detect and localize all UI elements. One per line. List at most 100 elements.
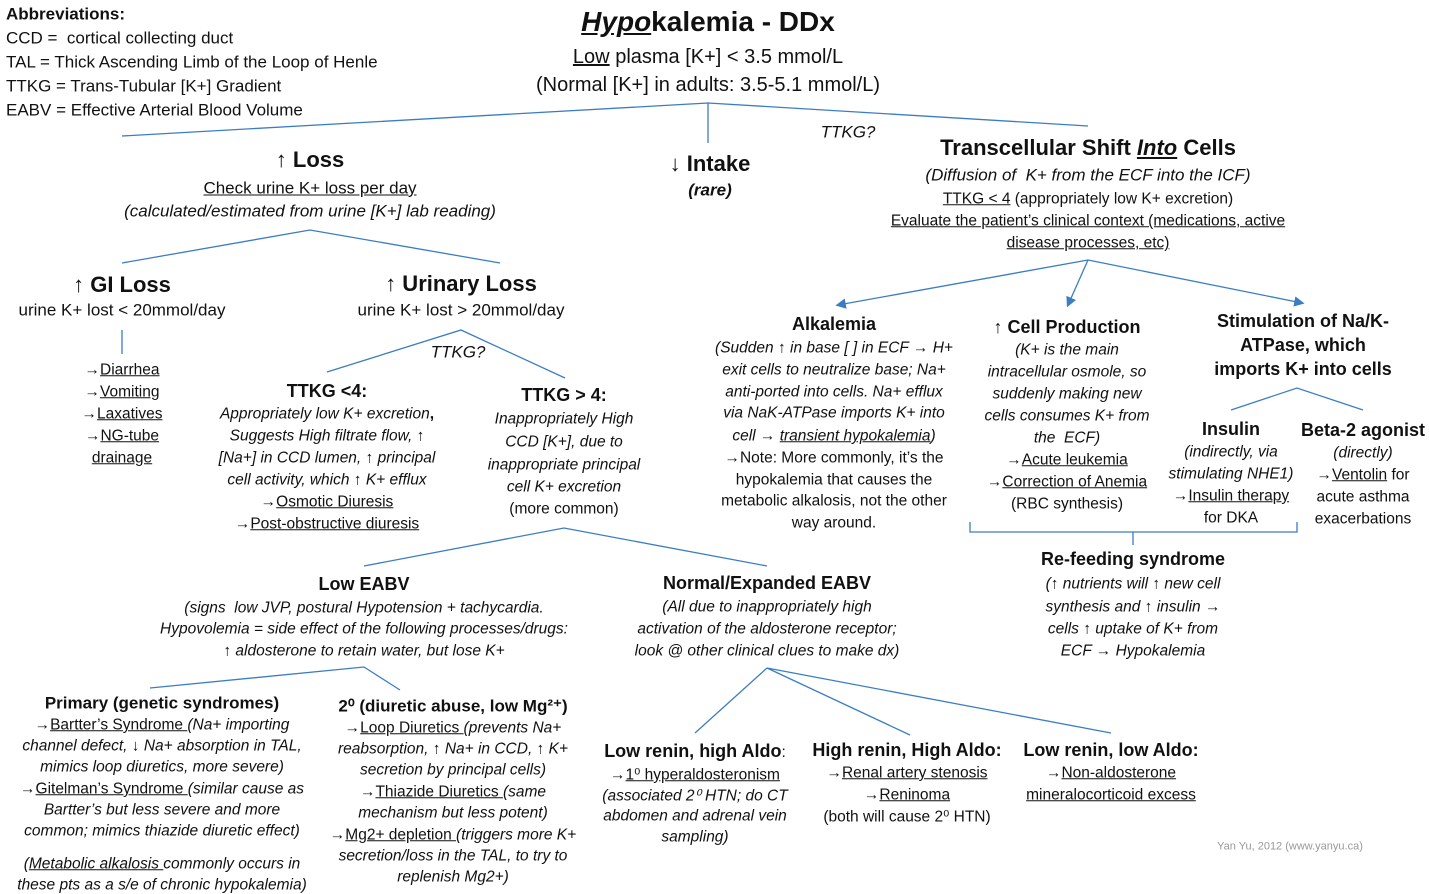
low-renin-high-aldo-heading: Low renin, high Aldo: bbox=[604, 742, 786, 761]
text-segment: Low EABV bbox=[318, 573, 410, 594]
text-segment: (similar cause as bbox=[187, 780, 304, 798]
low-eabv-line: ↑ aldosterone to retain water, but lose … bbox=[223, 643, 504, 659]
underlined-term: Insulin therapy bbox=[1188, 487, 1290, 505]
beta2-line: →Ventolin for bbox=[1316, 467, 1409, 483]
ttkg-low-line: →Post-obstructive diuresis bbox=[235, 516, 419, 532]
transcellular-line: Evaluate the patient’s clinical context … bbox=[891, 213, 1285, 229]
underlined-term: transient hypokalemia bbox=[779, 427, 931, 445]
arrow-na-k-atpase bbox=[1087, 259, 1305, 307]
branch-urinary bbox=[326, 329, 566, 379]
abbreviations-line: CCD = cortical collecting duct bbox=[6, 30, 233, 47]
loss-heading: ↑ Loss bbox=[276, 149, 344, 171]
secondary-line: →Mg2+ depletion (triggers more K+ bbox=[330, 827, 576, 843]
text-segment: CCD = cortical collecting duct bbox=[6, 28, 234, 48]
na-k-atpase-line: imports K+ into cells bbox=[1214, 360, 1392, 378]
primary-line: common; mimics thiazide diuretic effect) bbox=[24, 823, 300, 839]
secondary-line: reabsorption, ↑ Na+ in CCD, ↑ K+ bbox=[338, 741, 568, 757]
alkalemia-line: hypokalemia that causes the bbox=[736, 472, 932, 488]
text-segment: common; mimics thiazide diuretic effect) bbox=[24, 822, 300, 840]
text-segment: reabsorption, ↑ Na+ in CCD, ↑ K+ bbox=[337, 740, 569, 758]
text-segment: secretion by principal cells) bbox=[359, 761, 547, 779]
alkalemia-line: cell → transient hypokalemia) bbox=[732, 428, 935, 444]
text-segment: High renin, High Aldo: bbox=[812, 739, 1002, 760]
loss-line: Check urine K+ loss per day bbox=[203, 180, 416, 197]
text-segment: (both will cause 2⁰ HTN) bbox=[823, 808, 991, 826]
underlined-term: Hypo bbox=[581, 6, 652, 37]
high-renin-high-aldo-line: →Reninoma bbox=[864, 787, 950, 803]
text-segment: imports K+ into cells bbox=[1214, 359, 1392, 379]
cell-production-line: (K+ is the main bbox=[1015, 342, 1119, 358]
text-segment: cell K+ excretion bbox=[506, 478, 622, 496]
text-segment: → bbox=[20, 780, 36, 798]
high-renin-high-aldo-line: (both will cause 2⁰ HTN) bbox=[823, 809, 990, 825]
low-renin-high-aldo-line: (associated 2⁰ HTN; do CT bbox=[602, 788, 787, 804]
text-segment: sampling) bbox=[661, 828, 729, 846]
text-segment: → bbox=[329, 826, 346, 844]
primary-line: →Bartter’s Syndrome (Na+ importing bbox=[35, 717, 290, 733]
text-segment: Bartter’s but less severe and more bbox=[43, 801, 281, 819]
text-segment: (Normal [K+] in adults: 3.5-5.1 mmol/L) bbox=[535, 74, 881, 96]
gi-loss-line: urine K+ lost < 20mmol/day bbox=[19, 302, 226, 319]
cell-production-line: →Correction of Anemia bbox=[987, 474, 1147, 490]
text-segment: → bbox=[359, 783, 376, 801]
transcellular-line: disease processes, etc) bbox=[1007, 235, 1170, 251]
text-segment: → bbox=[1316, 466, 1332, 484]
low-eabv-line: (signs low JVP, postural Hypotension + t… bbox=[184, 600, 543, 616]
transcellular-line: (Diffusion of K+ from the ECF into the I… bbox=[925, 166, 1250, 184]
text-segment: inappropriate principal bbox=[487, 456, 641, 474]
primary-line: →Gitelman’s Syndrome (similar cause as bbox=[20, 781, 304, 797]
text-segment: ATPase, which bbox=[1240, 335, 1366, 355]
secondary-line: →Thiazide Diuretics (same bbox=[360, 784, 546, 800]
arrow-alkalemia bbox=[835, 259, 1089, 309]
text-segment: EABV = Effective Arterial Blood Volume bbox=[6, 100, 303, 120]
text-segment: cell → bbox=[732, 427, 780, 445]
secondary-heading: 2⁰ (diuretic abuse, low Mg²⁺) bbox=[338, 697, 567, 715]
primary-line: channel defect, ↓ Na+ absorption in TAL, bbox=[22, 738, 301, 754]
text-segment: : bbox=[781, 743, 786, 761]
text-segment: → bbox=[863, 786, 880, 804]
text-segment: look @ other clinical clues to make dx) bbox=[634, 642, 900, 660]
urinary-loss-line: urine K+ lost > 20mmol/day bbox=[358, 302, 565, 319]
ttkg-high-line: CCD [K+], due to bbox=[505, 434, 623, 450]
alkalemia-line: anti-ported into cells. Na+ efflux bbox=[725, 384, 943, 400]
text-segment: TTKG <4: bbox=[286, 380, 368, 401]
cell-production-line: cells consumes K+ from bbox=[985, 408, 1150, 424]
gi-loss-heading: ↑ GI Loss bbox=[73, 274, 171, 296]
underlined-term: Reninoma bbox=[879, 786, 951, 804]
branch-low-eabv bbox=[149, 666, 401, 691]
gi-causes-heading: →Diarrhea bbox=[85, 362, 160, 378]
title-heading: Hypokalemia - DDx bbox=[581, 8, 835, 36]
secondary-line: mechanism but less potent) bbox=[358, 805, 548, 821]
ttkg-low-line: cell activity, which ↑ K+ efflux bbox=[227, 472, 426, 488]
text-segment: (triggers more K+ bbox=[456, 826, 577, 844]
text-segment: hypokalemia that causes the bbox=[735, 471, 933, 489]
text-segment: → bbox=[826, 764, 842, 782]
text-segment: Insulin bbox=[1202, 418, 1260, 439]
text-segment: → bbox=[986, 473, 1003, 491]
text-segment: → bbox=[1172, 487, 1189, 505]
cell-production-line: →Acute leukemia bbox=[1006, 452, 1127, 468]
ttkg-high-line: (more common) bbox=[509, 501, 618, 517]
insulin-line: for DKA bbox=[1204, 510, 1258, 526]
low-eabv-line: Hypovolemia = side effect of the followi… bbox=[160, 621, 568, 637]
text-segment: (same bbox=[502, 783, 547, 801]
text-segment: (more common) bbox=[509, 500, 619, 518]
branch-lrha bbox=[694, 667, 768, 734]
text-segment: plasma [K+] < 3.5 mmol/L bbox=[609, 46, 844, 68]
urinary-loss-heading: ↑ Urinary Loss bbox=[385, 273, 537, 295]
text-segment: Inappropriately High bbox=[494, 410, 634, 428]
low-renin-low-aldo-heading: Low renin, low Aldo: bbox=[1023, 741, 1198, 760]
underlined-term: Osmotic Diuresis bbox=[276, 493, 394, 511]
text-segment: intracellular osmole, so bbox=[987, 363, 1147, 381]
beta2-line: exacerbations bbox=[1315, 511, 1412, 527]
secondary-line: replenish Mg2+) bbox=[397, 869, 509, 885]
normal-eabv-line: look @ other clinical clues to make dx) bbox=[635, 643, 900, 659]
beta2-line: acute asthma bbox=[1316, 489, 1409, 505]
refeeding-line: (↑ nutrients will ↑ new cell bbox=[1046, 576, 1221, 592]
text-segment: stimulating NHE1) bbox=[1168, 465, 1294, 483]
refeeding-line: synthesis and ↑ insulin → bbox=[1046, 599, 1221, 615]
text-segment: abdomen and adrenal vein bbox=[603, 807, 787, 825]
underlined-term: Correction of Anemia bbox=[1002, 473, 1148, 491]
primary-line: mimics loop diuretics, more severe) bbox=[40, 759, 284, 775]
